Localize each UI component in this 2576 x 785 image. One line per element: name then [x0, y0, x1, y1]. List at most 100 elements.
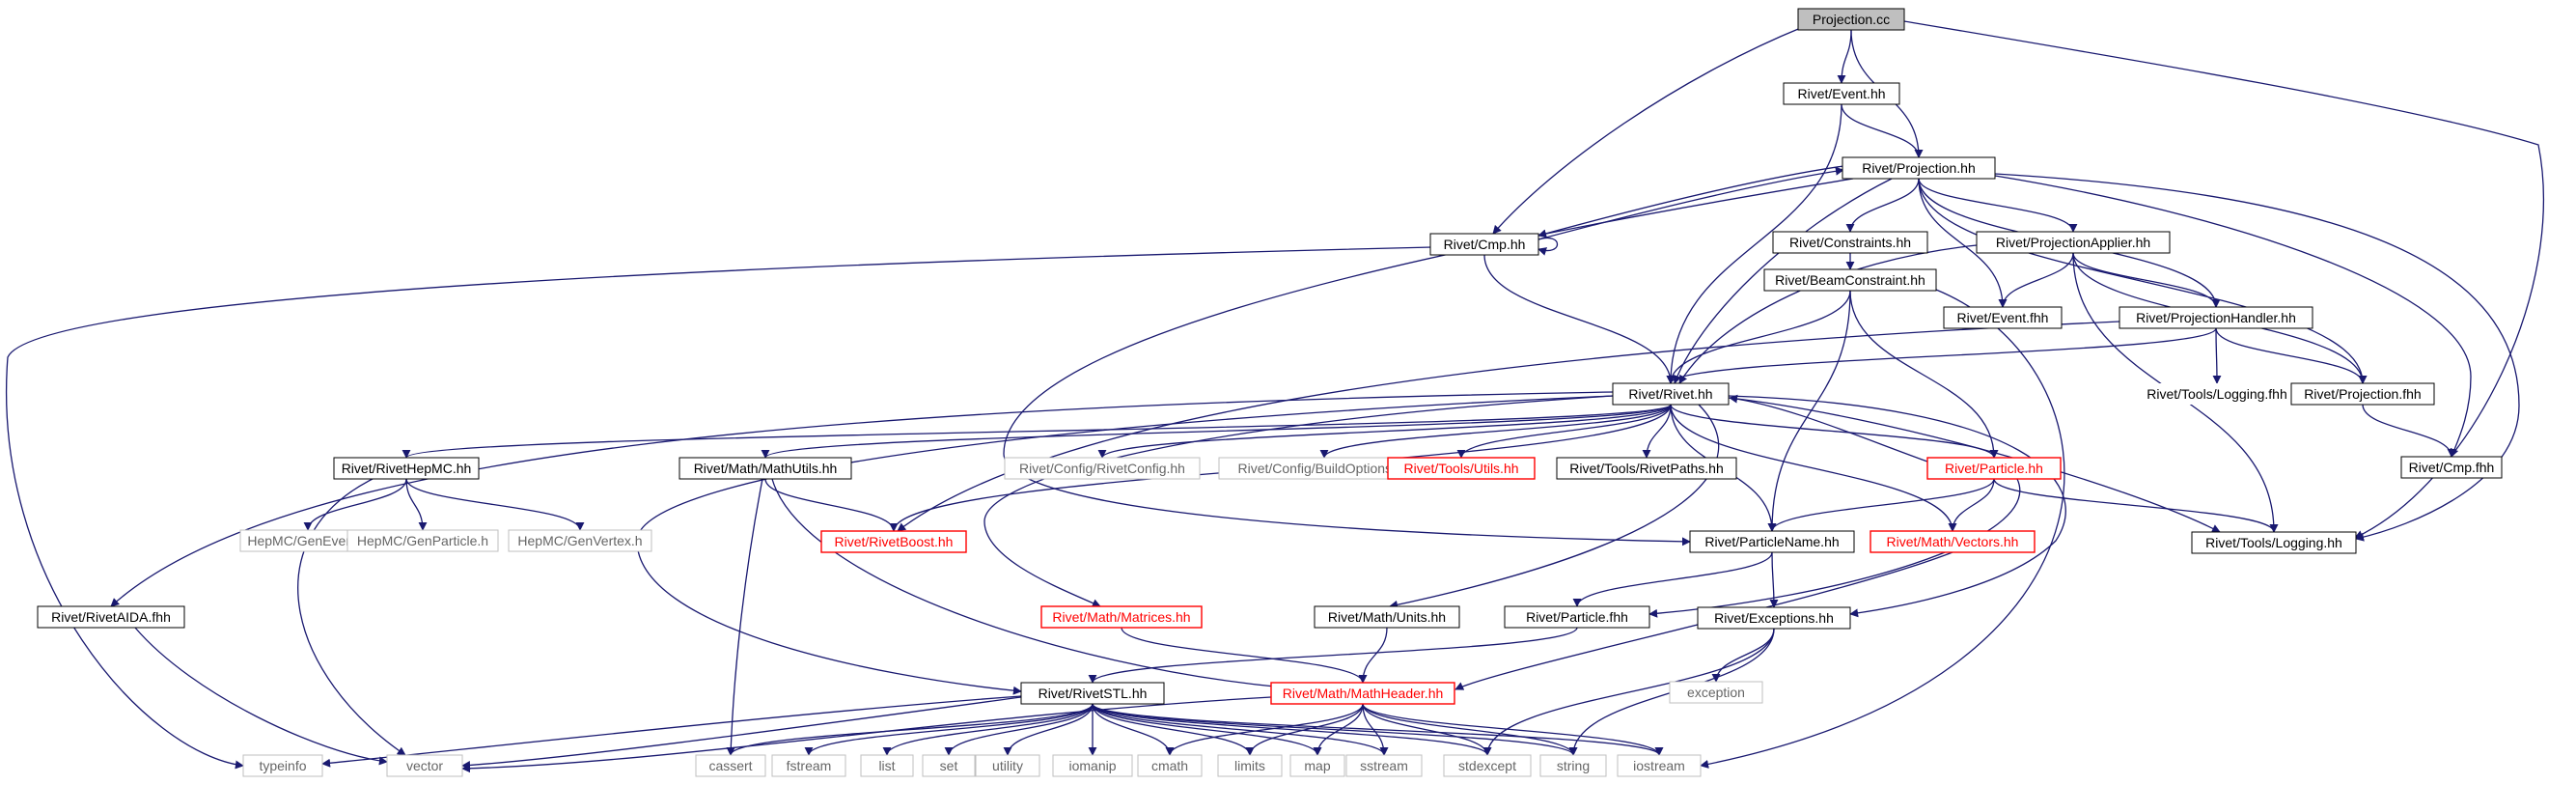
- node-beamconstraint-hh[interactable]: Rivet/BeamConstraint.hh: [1763, 268, 1937, 292]
- node-label: Rivet/Cmp.hh: [1444, 237, 1526, 252]
- edge-cmp-hh-to-typeinfo: [6, 246, 1433, 770]
- node-rivethepmc-hh[interactable]: Rivet/RivetHepMC.hh: [333, 457, 480, 480]
- node-box: [771, 754, 846, 777]
- node-label: HepMC/GenParticle.h: [357, 533, 488, 548]
- node-label: Rivet/Event.hh: [1797, 86, 1885, 101]
- edge-particle-hh-to-particlename-hh: [1767, 478, 1995, 532]
- node-rivetpaths-hh[interactable]: Rivet/Tools/RivetPaths.hh: [1556, 457, 1737, 480]
- node-event-fhh[interactable]: Rivet/Event.fhh: [1943, 306, 2063, 329]
- node-projectionapplier-hh[interactable]: Rivet/ProjectionApplier.hh: [1976, 231, 2171, 254]
- edge-mathheader-hh-to-vector: [461, 696, 1272, 773]
- node-event-hh[interactable]: Rivet/Event.hh: [1783, 82, 1900, 105]
- edge-particle-hh-to-particle-fhh: [1648, 478, 2021, 618]
- node-projectionhandler-hh[interactable]: Rivet/ProjectionHandler.hh: [2119, 306, 2313, 329]
- edge-projection-cc-to-event-hh: [1837, 29, 1852, 84]
- node-box: [346, 529, 499, 552]
- node-cmp-hh[interactable]: Rivet/Cmp.hh: [1429, 233, 1539, 256]
- node-mathheader-hh[interactable]: Rivet/Math/MathHeader.hh: [1270, 682, 1455, 705]
- edge-beamconstraint-hh-to-particlename-hh: [1767, 290, 1851, 532]
- node-label: Rivet/Config/BuildOptions.hh: [1238, 461, 1411, 476]
- node-box: [2191, 531, 2357, 554]
- node-label: iostream: [1633, 758, 1685, 773]
- node-label: limits: [1234, 758, 1265, 773]
- node-particle-hh[interactable]: Rivet/Particle.hh: [1926, 457, 2062, 480]
- node-box: [2119, 306, 2313, 329]
- node-box: [1842, 156, 1996, 180]
- edge-beamconstraint-hh-to-rivet-hh: [1666, 290, 1851, 384]
- node-cmp-fhh[interactable]: Rivet/Cmp.fhh: [2400, 456, 2503, 479]
- edge-rivet-hh-to-rivetpaths-hh: [1642, 404, 1672, 459]
- node-cmath: cmath: [1137, 754, 1203, 777]
- node-particle-fhh[interactable]: Rivet/Particle.fhh: [1504, 605, 1650, 629]
- node-map: map: [1289, 754, 1345, 777]
- node-box: [1289, 754, 1345, 777]
- node-box: [1040, 605, 1203, 629]
- node-rivet-hh[interactable]: Rivet/Rivet.hh: [1612, 382, 1730, 406]
- node-projection-hh[interactable]: Rivet/Projection.hh: [1842, 156, 1996, 180]
- edge-mathutils-hh-to-cassert: [726, 478, 763, 756]
- node-rivetboost-hh[interactable]: Rivet/RivetBoost.hh: [820, 530, 967, 553]
- node-label: exception: [1687, 685, 1745, 700]
- edge-matrices-hh-to-mathheader-hh: [1121, 627, 1368, 684]
- edge-projection-hh-to-tools-logging-hh: [1994, 173, 2520, 542]
- node-exception: exception: [1669, 681, 1763, 704]
- node-mathutils-hh[interactable]: Rivet/Math/MathUtils.hh: [679, 457, 852, 480]
- node-box: [2290, 382, 2435, 406]
- node-vectors-hh[interactable]: Rivet/Math/Vectors.hh: [1870, 530, 2036, 553]
- node-box: [1004, 457, 1201, 480]
- node-particlename-hh[interactable]: Rivet/ParticleName.hh: [1689, 530, 1855, 553]
- node-rivetaida-fhh[interactable]: Rivet/RivetAIDA.fhh: [37, 605, 185, 629]
- node-box: [820, 530, 967, 553]
- node-projection-cc[interactable]: Projection.cc: [1797, 8, 1905, 31]
- node-label: Rivet/Math/MathHeader.hh: [1283, 686, 1444, 701]
- edge-beamconstraint-hh-to-particle-hh: [1849, 290, 1999, 459]
- node-label: Rivet/Constraints.hh: [1789, 235, 1911, 250]
- edge-rivetstl-hh-to-utility: [1003, 703, 1094, 756]
- node-tools-logging-hh[interactable]: Rivet/Tools/Logging.hh: [2191, 531, 2357, 554]
- node-label: Rivet/Projection.fhh: [2304, 386, 2421, 402]
- node-projection-fhh[interactable]: Rivet/Projection.fhh: [2290, 382, 2435, 406]
- edge-rivetstl-hh-to-typeinfo: [321, 695, 1022, 768]
- node-label: Rivet/BeamConstraint.hh: [1775, 272, 1925, 288]
- node-label: Rivet/ProjectionHandler.hh: [2136, 310, 2296, 325]
- edge-projectionapplier-hh-to-rivet-hh: [1678, 244, 1978, 384]
- node-box: [1504, 605, 1650, 629]
- edge-rivet-hh-to-units-hh: [1389, 404, 1720, 609]
- edge-rivet-hh-to-buildoptions-hh: [1319, 404, 1672, 459]
- node-tools-logging-fhh[interactable]: Rivet/Tools/Logging.fhh: [2134, 383, 2300, 405]
- edge-projection-hh-to-cmp-fhh: [1994, 175, 2472, 458]
- node-box: [860, 754, 914, 777]
- node-label: utility: [992, 758, 1023, 773]
- node-fstream: fstream: [771, 754, 846, 777]
- edge-cmp-hh-to-projection-hh: [1537, 166, 1844, 240]
- node-buildoptions-hh: Rivet/Config/BuildOptions.hh: [1218, 457, 1430, 480]
- node-box: [1763, 268, 1937, 292]
- node-units-hh[interactable]: Rivet/Math/Units.hh: [1314, 605, 1460, 629]
- node-cassert: cassert: [695, 754, 766, 777]
- node-box: [1669, 681, 1763, 704]
- node-label: Rivet/Event.fhh: [1957, 310, 2049, 325]
- node-constraints-hh[interactable]: Rivet/Constraints.hh: [1772, 231, 1928, 254]
- edge-rivetstl-hh-to-string: [1092, 703, 1578, 756]
- node-tools-utils-hh[interactable]: Rivet/Tools/Utils.hh: [1387, 457, 1536, 480]
- node-label: Rivet/RivetAIDA.fhh: [51, 609, 171, 625]
- node-label: Rivet/Math/Vectors.hh: [1887, 534, 2019, 549]
- node-label: Rivet/Particle.hh: [1945, 461, 2043, 476]
- edge-projection-hh-to-constraints-hh: [1845, 178, 1920, 233]
- node-matrices-hh[interactable]: Rivet/Math/Matrices.hh: [1040, 605, 1203, 629]
- node-rivetstl-hh[interactable]: Rivet/RivetSTL.hh: [1020, 682, 1165, 705]
- edge-event-hh-to-projection-hh: [1841, 103, 1924, 158]
- edge-rivethepmc-hh-to-hepmc-genevent: [303, 478, 407, 531]
- edge-projection-hh-to-cmp-hh: [1537, 165, 1844, 238]
- node-label: Rivet/Exceptions.hh: [1714, 610, 1834, 626]
- node-box: [1052, 754, 1133, 777]
- node-exceptions-hh[interactable]: Rivet/Exceptions.hh: [1697, 606, 1851, 630]
- edge-projection-cc-to-tools-logging-hh: [1903, 20, 2544, 539]
- node-vector: vector: [386, 754, 463, 777]
- node-box: [1772, 231, 1928, 254]
- node-box: [1926, 457, 2062, 480]
- edge-particle-hh-to-tools-logging-hh: [1993, 478, 2279, 533]
- node-label: HepMC/GenVertex.h: [517, 533, 642, 548]
- node-box: [1539, 754, 1607, 777]
- node-box: [1345, 754, 1423, 777]
